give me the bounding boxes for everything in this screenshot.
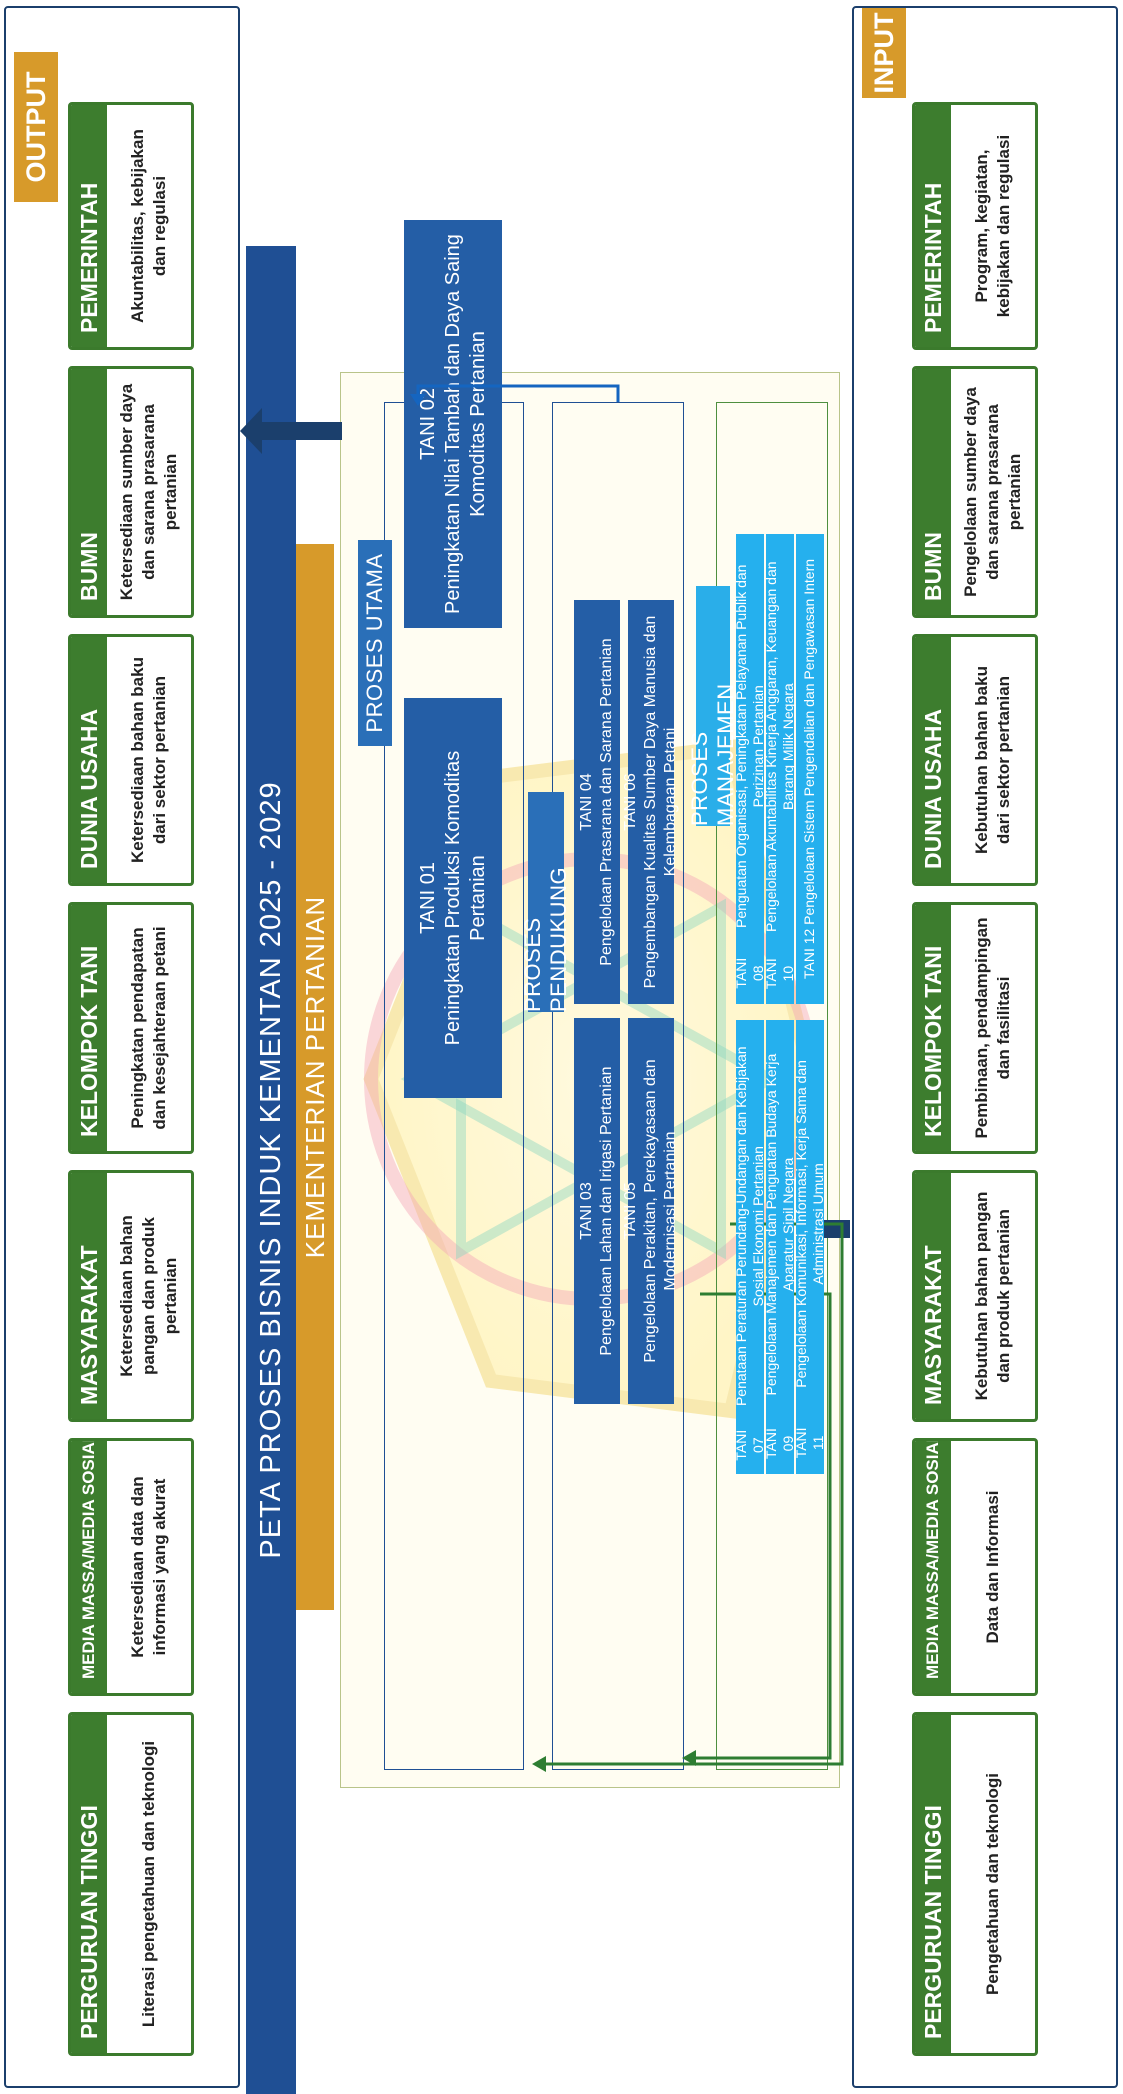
output-stakeholder-kelompok-tani: KELOMPOK TANI Peningkatan pendapatan dan… — [68, 902, 194, 1154]
stakeholder-name: PERGURUAN TINGGI — [71, 1715, 107, 2053]
output-stakeholder-dunia-usaha: DUNIA USAHA Ketersediaan bahan baku dari… — [68, 634, 194, 886]
tani-name: Peningkatan Nilai Tambah dan Daya Saing … — [441, 234, 489, 614]
stakeholder-desc: Pembinaan, pendampingan dan fasilitasi — [972, 917, 1013, 1139]
input-stakeholder-perguruan-tinggi: PERGURUAN TINGGI Pengetahuan dan teknolo… — [912, 1712, 1038, 2056]
input-stakeholder-masyarakat: MASYARAKAT Kebutuhan bahan pangan dan pr… — [912, 1170, 1038, 1422]
stakeholder-desc: Akuntabilitas, kebijakan dan regulasi — [128, 129, 169, 323]
stakeholder-name: BUMN — [915, 369, 951, 615]
output-tag: OUTPUT — [14, 52, 58, 202]
stakeholder-name: KELOMPOK TANI — [915, 905, 951, 1151]
stakeholder-desc: Peningkatan pendapatan dan kesejahteraan… — [128, 926, 169, 1130]
stakeholder-name: MASYARAKAT — [71, 1173, 107, 1419]
tani-code: TANI 05 — [622, 1182, 639, 1240]
input-stakeholder-kelompok-tani: KELOMPOK TANI Pembinaan, pendampingan da… — [912, 902, 1038, 1154]
stakeholder-name: BUMN — [71, 369, 107, 615]
stakeholder-name: KELOMPOK TANI — [71, 905, 107, 1151]
stakeholder-desc: Pengelolaan sumber daya dan sarana prasa… — [961, 387, 1024, 597]
tani-10-box: TANI 10 Pengelolaan Akuntabilitas Kinerj… — [763, 534, 796, 1004]
page-subtitle: KEMENTERIAN PERTANIAN — [296, 544, 334, 1610]
proses-manajemen-label: PROSES MANAJEMEN — [687, 586, 738, 826]
proses-utama-label: PROSES UTAMA — [358, 540, 392, 746]
tani-name: Pengembangan Kualitas Sumber Daya Manusi… — [642, 615, 679, 989]
output-stakeholder-masyarakat: MASYARAKAT Ketersediaan bahan pangan dan… — [68, 1170, 194, 1422]
tani-name: Pengelolaan Akuntabilitas Kinerja Anggar… — [762, 561, 797, 932]
stakeholder-desc: Ketersediaan sumber daya dan sarana pras… — [117, 383, 180, 601]
tani-09-box: TANI 09 Pengelolaan Manajemen dan Pengua… — [763, 1020, 796, 1474]
tani-07-box: TANI 07 Penataan Peraturan Perundang-Und… — [733, 1020, 766, 1474]
tani-code: TANI 01 — [416, 862, 439, 934]
input-stakeholder-media: MEDIA MASSA/MEDIA SOSIAL Data dan Inform… — [912, 1438, 1038, 1696]
stakeholder-name: PEMERINTAH — [915, 105, 951, 347]
stakeholder-name: MASYARAKAT — [915, 1173, 951, 1419]
tani-name: Pengelolaan Prasarana dan Sarana Pertani… — [598, 638, 615, 966]
stakeholder-desc: Kebutuhan bahan baku dari sektor pertani… — [972, 666, 1013, 854]
tani-name: Pengelolaan Perakitan, Perekayasaan dan … — [642, 1059, 679, 1363]
stakeholder-name: PERGURUAN TINGGI — [915, 1715, 951, 2053]
input-stakeholder-pemerintah: PEMERINTAH Program, kegiatan, kebijakan … — [912, 102, 1038, 350]
tani-code: TANI 04 — [578, 773, 595, 831]
stakeholder-name: MEDIA MASSA/MEDIA SOSIAL — [71, 1441, 107, 1693]
stakeholder-desc: Ketersediaan data dan informasi yang aku… — [128, 1476, 169, 1658]
stakeholder-desc: Ketersediaan bahan pangan dan produk per… — [117, 1215, 180, 1377]
tani-code: TANI 11 — [792, 1427, 827, 1459]
tani-11-box: TANI 11 Pengelolaan Komunikasi, Informas… — [793, 1020, 826, 1474]
input-stakeholder-bumn: BUMN Pengelolaan sumber daya dan sarana … — [912, 366, 1038, 618]
tani-08-box: TANI 08 Penguatan Organisasi, Peningkata… — [733, 534, 766, 1004]
input-stakeholder-dunia-usaha: DUNIA USAHA Kebutuhan bahan baku dari se… — [912, 634, 1038, 886]
output-stakeholder-bumn: BUMN Ketersediaan sumber daya dan sarana… — [68, 366, 194, 618]
stakeholder-desc: Literasi pengetahuan dan teknologi — [139, 1740, 158, 2028]
tani-name: Peningkatan Produksi Komoditas Pertanian — [441, 750, 489, 1046]
output-stakeholder-perguruan-tinggi: PERGURUAN TINGGI Literasi pengetahuan da… — [68, 1712, 194, 2056]
stakeholder-name: PEMERINTAH — [71, 105, 107, 347]
stakeholder-desc: Pengetahuan dan teknologi — [983, 1773, 1002, 1995]
tani-code: TANI 06 — [622, 773, 639, 831]
stakeholder-desc: Program, kegiatan, kebijakan dan regulas… — [972, 134, 1013, 318]
tani-name: Pengelolaan Sistem Pengendalian dan Peng… — [801, 558, 818, 925]
tani-code: TANI 02 — [416, 388, 439, 460]
input-panel: INPUT PEMERINTAH Program, kegiatan, kebi… — [852, 6, 1118, 2088]
tani-12-box: TANI 12 Pengelolaan Sistem Pengendalian … — [796, 534, 824, 1004]
page-title: PETA PROSES BISNIS INDUK KEMENTAN 2025 -… — [246, 246, 296, 2094]
output-stakeholder-pemerintah: PEMERINTAH Akuntabilitas, kebijakan dan … — [68, 102, 194, 350]
stakeholder-name: DUNIA USAHA — [71, 637, 107, 883]
tani-code: TANI 10 — [762, 958, 797, 990]
stakeholder-name: DUNIA USAHA — [915, 637, 951, 883]
tani-code: TANI 03 — [578, 1182, 595, 1240]
stakeholder-desc: Ketersediaan bahan baku dari sektor pert… — [128, 657, 169, 863]
proses-pendukung-label: PROSES PENDUKUNG — [520, 792, 571, 1012]
stakeholder-name: MEDIA MASSA/MEDIA SOSIAL — [915, 1441, 951, 1693]
output-stakeholder-media: MEDIA MASSA/MEDIA SOSIAL Ketersediaan da… — [68, 1438, 194, 1696]
stakeholder-desc: Data dan Informasi — [983, 1490, 1002, 1644]
input-tag: INPUT — [862, 8, 906, 98]
tani-name: Pengelolaan Lahan dan Irigasi Pertanian — [598, 1066, 615, 1356]
tani-name: Pengelolaan Komunikasi, Informasi, Kerja… — [792, 1060, 827, 1388]
tani-code: TANI 12 — [801, 928, 818, 980]
output-panel: OUTPUT PEMERINTAH Akuntabilitas, kebijak… — [4, 6, 240, 2088]
stakeholder-desc: Kebutuhan bahan pangan dan produk pertan… — [972, 1191, 1013, 1401]
